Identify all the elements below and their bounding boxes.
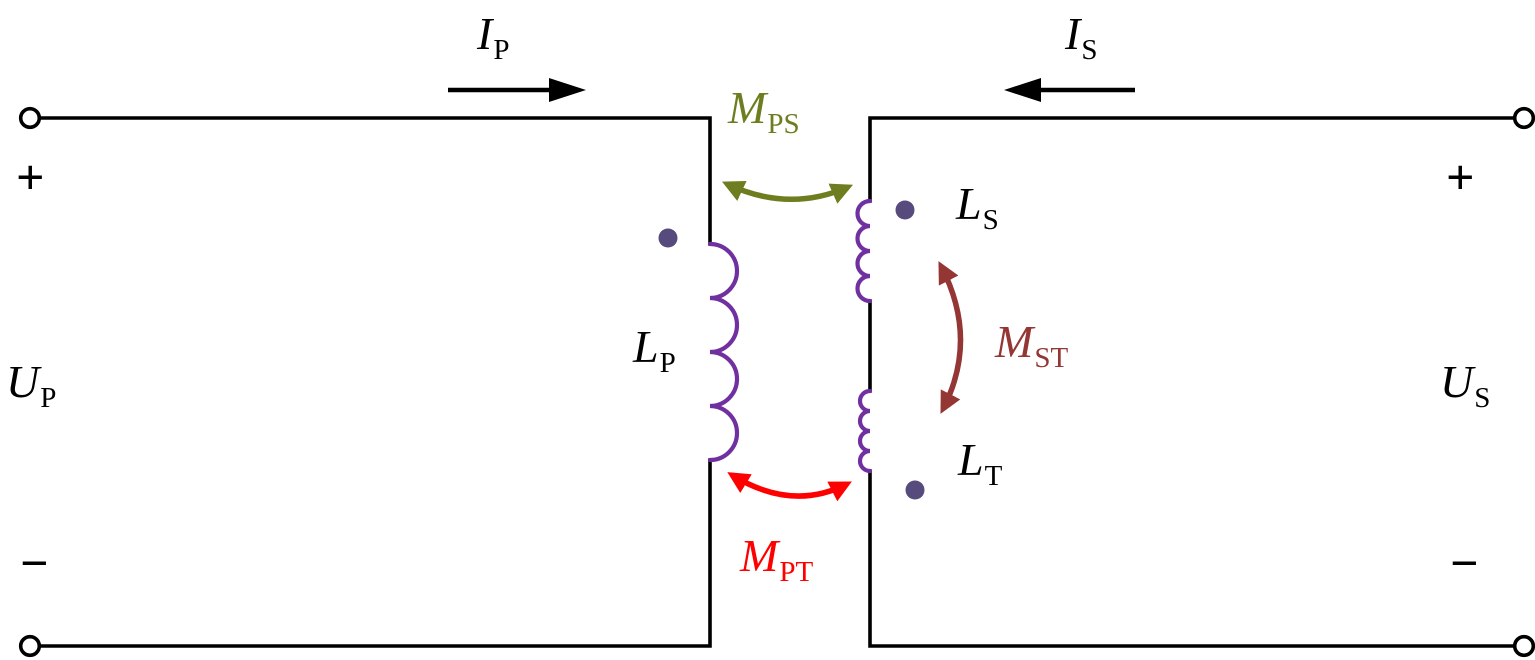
label-lt: LT: [958, 434, 1003, 492]
label-is-main: I: [1065, 8, 1081, 59]
label-us: US: [1440, 356, 1491, 414]
inductor-lt-coil: [857, 388, 873, 474]
ip-current-arrow-head: [549, 78, 586, 102]
label-is: IS: [1065, 8, 1098, 66]
label-ls: LS: [956, 178, 999, 236]
primary-terminal-top: [18, 106, 42, 130]
secondary-top-wire: [868, 116, 1517, 203]
label-lp: LP: [633, 321, 676, 379]
ls-polarity-dot: [895, 200, 915, 220]
label-lt-sub: T: [984, 460, 1003, 492]
secondary-bottom-wire: [868, 469, 1517, 648]
label-mpt-sub: PT: [779, 556, 814, 588]
label-up: UP: [6, 356, 57, 414]
label-mps-sub: PS: [767, 108, 800, 140]
label-mst-sub: ST: [1034, 342, 1069, 374]
label-mst: MST: [995, 316, 1069, 374]
label-up-sub: P: [40, 382, 57, 414]
label-mpt-main: M: [740, 530, 779, 581]
label-ip-sub: P: [493, 34, 510, 66]
lt-polarity-dot: [905, 480, 925, 500]
primary-bottom-wire: [37, 458, 712, 648]
is-current-arrow-head: [1004, 78, 1041, 102]
inductor-lp-coil: [707, 241, 740, 463]
primary-terminal-bottom: [18, 634, 42, 658]
label-ls-sub: S: [982, 204, 999, 236]
label-mps: MPS: [728, 82, 800, 140]
minus-sign-primary: −: [20, 535, 49, 591]
label-up-main: U: [6, 356, 40, 407]
inductor-ls-coil: [855, 198, 873, 304]
label-mpt: MPT: [740, 530, 814, 588]
mpt-coupling-arrow: [727, 472, 852, 502]
lp-polarity-dot: [658, 228, 678, 248]
label-us-main: U: [1440, 356, 1474, 407]
label-ls-main: L: [956, 178, 982, 229]
mps-coupling-arrow: [722, 181, 854, 204]
mst-coupling-arrow: [938, 261, 964, 414]
label-lp-sub: P: [659, 347, 676, 379]
plus-sign-secondary: +: [1446, 149, 1475, 205]
secondary-terminal-bottom: [1512, 634, 1535, 658]
plus-sign-primary: +: [16, 149, 45, 205]
primary-top-wire: [37, 116, 712, 246]
minus-sign-secondary: −: [1450, 535, 1479, 591]
label-mst-main: M: [995, 316, 1034, 367]
label-ip: IP: [477, 8, 510, 66]
label-ip-main: I: [477, 8, 493, 59]
secondary-terminal-top: [1512, 106, 1535, 130]
label-mps-main: M: [728, 82, 767, 133]
label-lp-main: L: [633, 321, 659, 372]
label-lt-main: L: [958, 434, 984, 485]
label-is-sub: S: [1081, 34, 1098, 66]
label-us-sub: S: [1474, 382, 1491, 414]
